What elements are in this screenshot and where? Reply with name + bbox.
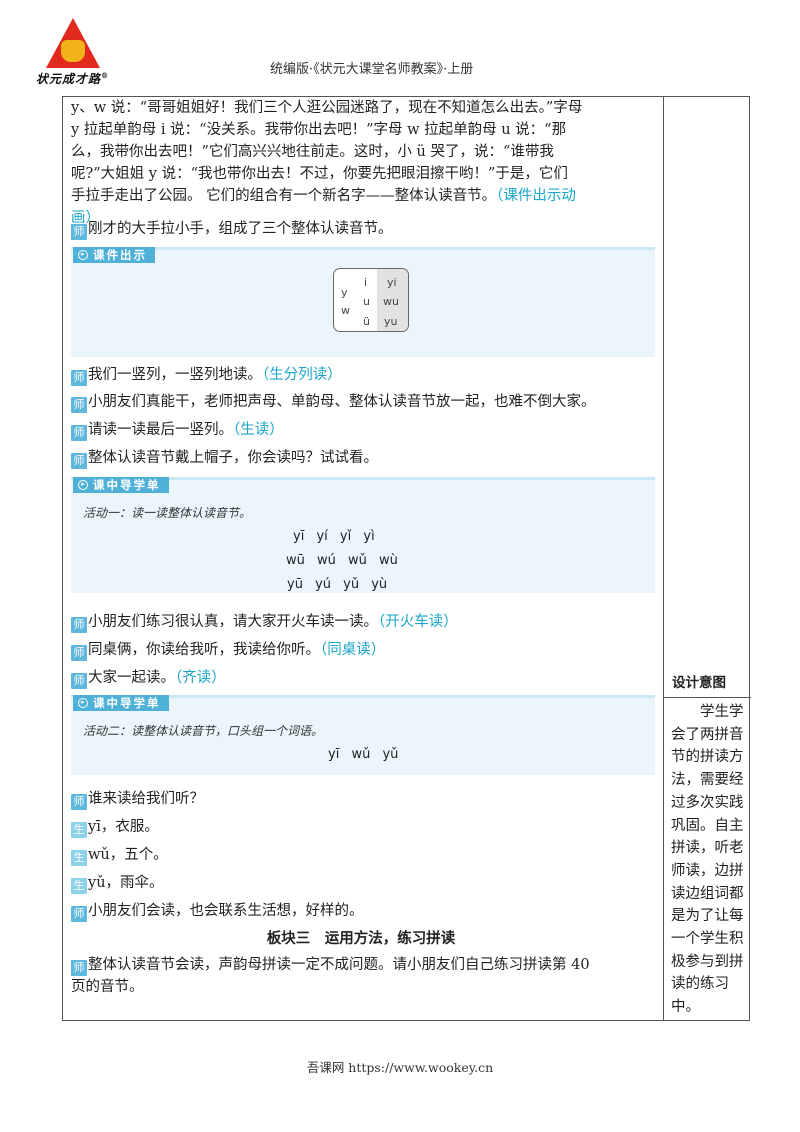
student-tag: 生 [71, 878, 87, 894]
story-line: y、w 说：“哥哥姐姐好！我们三个人逛公园迷路了，现在不知道怎么出去。”字母 [71, 100, 583, 116]
panel-tab-label: 课中导学单 [93, 696, 161, 710]
syllable-yi: yi [387, 276, 397, 289]
teacher-line-text: 同桌俩，你读给我听，我读给你听。 [88, 642, 320, 658]
teacher-tag: 师 [71, 960, 87, 976]
story-line: y 拉起单韵母 i 说：“没关系。我带你出去吧！”字母 w 拉起单韵母 u 说：… [71, 122, 567, 138]
page-footer: 吾课网 https://www.wookey.cn [306, 1060, 494, 1075]
syllable-wu: wu [383, 295, 399, 308]
initial-w: w [341, 304, 350, 317]
teacher-tag: 师 [71, 617, 87, 633]
pinyin-row: yī wǔ yǔ [328, 747, 399, 762]
logo-text-label: 状元成才路 [36, 72, 102, 86]
teacher-line: 师谁来读给我们听？ [71, 788, 651, 810]
teacher-tag: 师 [71, 453, 87, 469]
stage-note: （开火车读） [378, 614, 458, 630]
pinyin-row: wū wú wǔ wù [286, 553, 398, 568]
guide-sheet-panel: ▸ 课中导学单 活动一：读一读整体认读音节。 yī yí yǐ yì wū wú … [71, 477, 655, 593]
column-divider [663, 97, 664, 1020]
teacher-line: 师请读一读最后一竖列。（生读） [71, 419, 651, 441]
section-title: 板块三 运用方法，练习拼读 [266, 930, 456, 947]
registered-mark: ® [101, 71, 110, 80]
teacher-tag: 师 [71, 673, 87, 689]
teacher-tag: 师 [71, 645, 87, 661]
teacher-line-text: 刚才的大手拉小手，组成了三个整体认读音节。 [88, 221, 393, 237]
page-header-title: 统编版·《状元大课堂名师教案》·上册 [270, 62, 474, 77]
student-tag: 生 [71, 822, 87, 838]
teacher-line: 师整体认读音节会读，声韵母拼读一定不成问题。请小朋友们自己练习拼读第 40 页的… [71, 954, 651, 998]
student-tag: 生 [71, 850, 87, 866]
syllable-yu: yu [384, 315, 398, 328]
design-intent-heading: 设计意图 [672, 675, 726, 691]
pinyin-row: yī yí yǐ yì [293, 529, 375, 544]
play-icon: ▸ [78, 698, 88, 708]
teacher-line: 师小朋友们真能干，老师把声母、单韵母、整体认读音节放一起，也难不倒大家。 [71, 391, 651, 413]
student-line-text: yǔ，雨伞。 [88, 875, 164, 891]
brand-logo: 状元成才路® [36, 18, 110, 88]
teacher-line-text: 整体认读音节会读，声韵母拼读一定不成问题。请小朋友们自己练习拼读第 40 [88, 957, 590, 973]
teacher-line-text: 谁来读给我们听？ [88, 791, 204, 807]
teacher-line-text: 我们一竖列，一竖列地读。 [88, 367, 262, 383]
teacher-line: 师小朋友们练习很认真，请大家开火车读一读。（开火车读） [71, 611, 651, 633]
activity-prompt: 活动一：读一读整体认读音节。 [83, 506, 252, 520]
teacher-line-text: 大家一起读。 [88, 670, 175, 686]
courseware-panel: ▸ 课件出示 y w i u ü yi wu yu [71, 247, 655, 357]
teacher-line-text: 小朋友们真能干，老师把声母、单韵母、整体认读音节放一起，也难不倒大家。 [88, 394, 596, 410]
syllable-card-shade [377, 269, 408, 331]
lesson-table: y、w 说：“哥哥姐姐好！我们三个人逛公园迷路了，现在不知道怎么出去。”字母 y… [62, 96, 751, 1021]
pinyin-row: yū yú yǔ yù [287, 577, 388, 592]
panel-tab: ▸ 课中导学单 [73, 477, 169, 493]
teacher-tag: 师 [71, 397, 87, 413]
story-paragraph: y、w 说：“哥哥姐姐好！我们三个人逛公园迷路了，现在不知道怎么出去。”字母 y… [71, 97, 651, 229]
teacher-tag: 师 [71, 370, 87, 386]
logo-text: 状元成才路® [36, 70, 109, 87]
story-line: 手拉手走出了公园。 它们的组合有一个新名字——整体认读音节。（课件出示动 [71, 188, 576, 204]
final-v: ü [363, 315, 370, 328]
stage-note: （课件出示动 [496, 188, 576, 204]
teacher-line: 师刚才的大手拉小手，组成了三个整体认读音节。 [71, 218, 651, 240]
teacher-line: 师同桌俩，你读给我听，我读给你听。（同桌读） [71, 639, 651, 661]
teacher-line-text: 请读一读最后一竖列。 [88, 422, 233, 438]
panel-tab: ▸ 课件出示 [73, 247, 155, 263]
teacher-line: 师小朋友们会读，也会联系生活想，好样的。 [71, 900, 651, 922]
play-icon: ▸ [78, 480, 88, 490]
stage-note: （同桌读） [320, 642, 386, 658]
teacher-tag: 师 [71, 425, 87, 441]
guide-sheet-panel: ▸ 课中导学单 活动二：读整体认读音节，口头组一个词语。 yī wǔ yǔ [71, 695, 655, 775]
teacher-line-text: 整体认读音节戴上帽子，你会读吗？试试看。 [88, 450, 378, 466]
stage-note: （生读） [233, 422, 284, 438]
stage-note: （生分列读） [262, 367, 342, 383]
teacher-line: 师我们一竖列，一竖列地读。（生分列读） [71, 364, 651, 386]
initial-y: y [341, 286, 348, 299]
teacher-tag: 师 [71, 794, 87, 810]
activity-prompt: 活动二：读整体认读音节，口头组一个词语。 [83, 724, 324, 738]
story-line: 呢?”大姐姐 y 说：“我也带你出去！不过，你要先把眼泪擦干哟！”于是，它们 [71, 166, 568, 182]
final-u: u [363, 295, 370, 308]
teacher-line: 师整体认读音节戴上帽子，你会读吗？试试看。 [71, 447, 651, 469]
teacher-line-text: 小朋友们练习很认真，请大家开火车读一读。 [88, 614, 378, 630]
panel-tab-label: 课件出示 [93, 248, 147, 262]
teacher-tag: 师 [71, 224, 87, 240]
stage-note: 画） [71, 210, 100, 226]
student-line-text: yī，衣服。 [88, 819, 159, 835]
teacher-line: 师大家一起读。（齐读） [71, 667, 651, 689]
teacher-tag: 师 [71, 906, 87, 922]
play-icon: ▸ [78, 250, 88, 260]
panel-tab-label: 课中导学单 [93, 478, 161, 492]
design-intent-body: 学生学会了两拼音节的拼读方法，需要经过多次实践巩固。自主拼读，听老师读，边拼读边… [671, 704, 744, 1016]
syllable-card: y w i u ü yi wu yu [333, 268, 409, 332]
student-line-text: wǔ，五个。 [88, 847, 168, 863]
story-line: 么，我带你出去吧！”它们高兴兴地往前走。这时，小 ü 哭了，说：“谁带我 [71, 144, 554, 160]
side-divider [664, 697, 751, 698]
stage-note: （齐读） [175, 670, 226, 686]
logo-emblem-icon [61, 40, 85, 62]
teacher-line-text: 小朋友们会读，也会联系生活想，好样的。 [88, 903, 364, 919]
panel-tab: ▸ 课中导学单 [73, 695, 169, 711]
final-i: i [364, 276, 368, 289]
teacher-line-text: 页的音节。 [71, 979, 144, 995]
